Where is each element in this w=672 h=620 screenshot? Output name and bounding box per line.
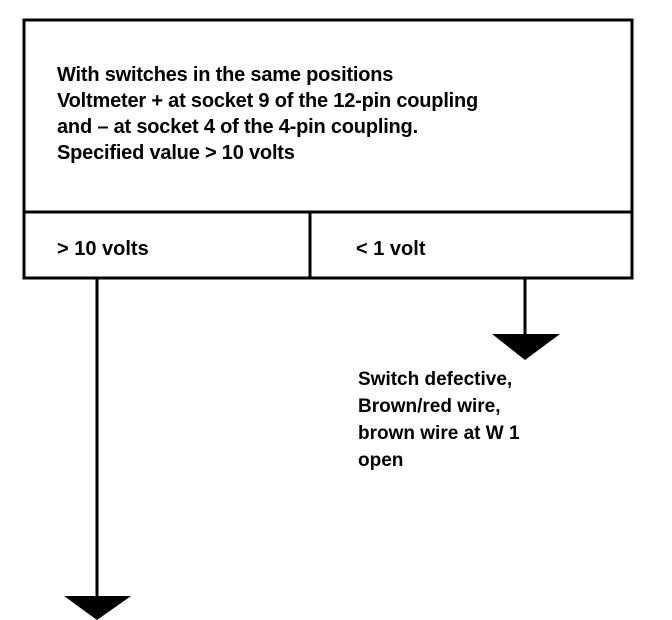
right-outcome-text: Switch defective, Brown/red wire, brown … [358,366,618,474]
test-line-4: Specified value > 10 volts [57,142,295,164]
test-line-3: and – at socket 4 of the 4-pin coupling. [57,116,418,138]
left-branch-arrowhead [64,596,131,620]
result-label-less-1v: < 1 volt [356,238,426,260]
test-instruction-text: With switches in the same positions Volt… [57,62,617,166]
right-branch-arrowhead [492,334,560,360]
outcome-line-2: Brown/red wire, [358,396,501,417]
test-line-1: With switches in the same positions [57,64,394,86]
result-label-greater-10v: > 10 volts [57,238,149,260]
test-line-2: Voltmeter + at socket 9 of the 12-pin co… [57,90,479,112]
outcome-line-3: brown wire at W 1 [358,423,520,444]
outcome-line-4: open [358,450,404,471]
outcome-line-1: Switch defective, [358,369,513,390]
test-box-frame [22,18,634,280]
